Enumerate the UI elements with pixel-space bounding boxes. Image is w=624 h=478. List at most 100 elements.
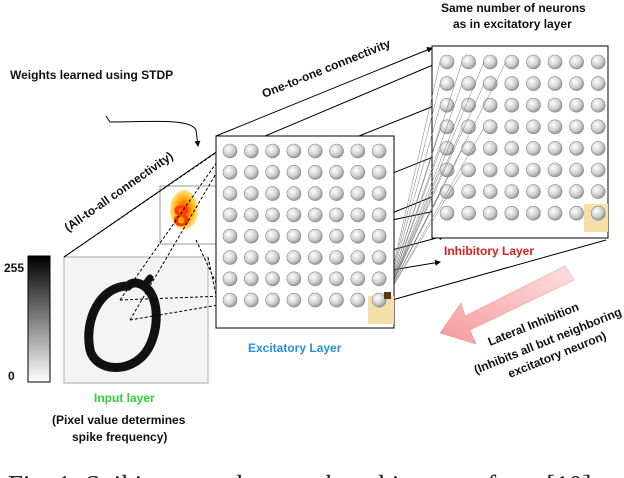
neuron xyxy=(286,186,302,201)
neuron xyxy=(547,76,563,91)
neuron xyxy=(504,205,520,221)
neuron xyxy=(439,205,455,221)
neuron xyxy=(329,143,344,159)
neuron xyxy=(307,165,323,180)
neuron xyxy=(329,271,344,287)
neuron xyxy=(265,228,280,244)
neuron xyxy=(590,162,606,178)
neuron xyxy=(547,205,563,221)
neuron xyxy=(350,271,366,287)
excitatory-layer-label: Excitatory Layer xyxy=(248,341,342,355)
neuron xyxy=(439,141,455,156)
neuron xyxy=(350,186,366,201)
neuron xyxy=(350,165,366,180)
neuron xyxy=(371,250,387,265)
neuron xyxy=(286,292,302,308)
neuron xyxy=(590,97,606,113)
neuron xyxy=(590,76,606,91)
pixel-note-line1: (Pixel value determines xyxy=(52,413,186,427)
neuron xyxy=(547,119,563,135)
neuron xyxy=(504,141,520,156)
neuron xyxy=(569,54,584,70)
neuron xyxy=(371,143,387,159)
neuron xyxy=(265,207,280,223)
neuron xyxy=(286,143,302,159)
neuron xyxy=(265,165,280,180)
neuron xyxy=(547,184,563,199)
neuron xyxy=(461,119,476,135)
neuron xyxy=(526,184,541,199)
neuron xyxy=(244,292,259,308)
neuron xyxy=(244,186,259,201)
neuron xyxy=(329,292,344,308)
grayscale-bar xyxy=(27,255,51,383)
neuron xyxy=(482,162,498,178)
neuron xyxy=(222,143,238,159)
input-digit-image xyxy=(63,256,209,384)
neuron xyxy=(569,205,584,221)
neuron xyxy=(307,228,323,244)
neuron xyxy=(350,207,366,223)
neuron xyxy=(265,292,280,308)
neuron xyxy=(371,271,387,287)
neuron xyxy=(482,205,498,221)
neuron xyxy=(526,141,541,156)
neuron xyxy=(547,97,563,113)
weights-label: Weights learned using STDP xyxy=(10,68,173,82)
neuron xyxy=(482,141,498,156)
neuron xyxy=(461,76,476,91)
neuron xyxy=(286,250,302,265)
neuron xyxy=(371,207,387,223)
neuron xyxy=(482,184,498,199)
neuron xyxy=(590,184,606,199)
neuron xyxy=(329,250,344,265)
neuron xyxy=(590,119,606,135)
neuron xyxy=(461,162,476,178)
neuron xyxy=(244,143,259,159)
neuron xyxy=(222,228,238,244)
neuron xyxy=(222,207,238,223)
neuron xyxy=(569,141,584,156)
neuron xyxy=(307,207,323,223)
neuron xyxy=(526,119,541,135)
neuron xyxy=(265,143,280,159)
neuron xyxy=(504,76,520,91)
neuron xyxy=(439,76,455,91)
neuron xyxy=(371,292,387,308)
neuron xyxy=(307,186,323,201)
input-layer-label: Input layer xyxy=(94,391,155,405)
neuron xyxy=(244,207,259,223)
neuron xyxy=(526,97,541,113)
neuron xyxy=(461,184,476,199)
excitatory-layer-box xyxy=(215,135,395,329)
inhibitory-layer-label: Inhibitory Layer xyxy=(444,244,534,258)
same-number-line1: Same number of neurons xyxy=(441,1,586,15)
neuron xyxy=(286,228,302,244)
neuron xyxy=(526,162,541,178)
excitatory-neuron-grid xyxy=(222,143,387,308)
neuron xyxy=(222,271,238,287)
all-to-all-edge xyxy=(63,147,223,258)
neuron xyxy=(504,162,520,178)
scale-min-label: 0 xyxy=(8,369,15,383)
neuron xyxy=(461,54,476,70)
neuron xyxy=(371,186,387,201)
scale-max-label: 255 xyxy=(4,261,24,275)
neuron xyxy=(244,250,259,265)
neuron xyxy=(371,228,387,244)
neuron xyxy=(569,184,584,199)
neuron xyxy=(307,250,323,265)
stdp-pointer xyxy=(105,115,201,147)
neuron xyxy=(329,228,344,244)
neuron xyxy=(222,165,238,180)
neuron xyxy=(244,165,259,180)
neuron xyxy=(307,143,323,159)
inhibitory-neuron-marker xyxy=(384,292,391,299)
neuron xyxy=(461,205,476,221)
neuron xyxy=(504,54,520,70)
neuron xyxy=(286,165,302,180)
neuron xyxy=(329,186,344,201)
neuron xyxy=(350,143,366,159)
neuron xyxy=(590,205,606,221)
neuron xyxy=(482,119,498,135)
